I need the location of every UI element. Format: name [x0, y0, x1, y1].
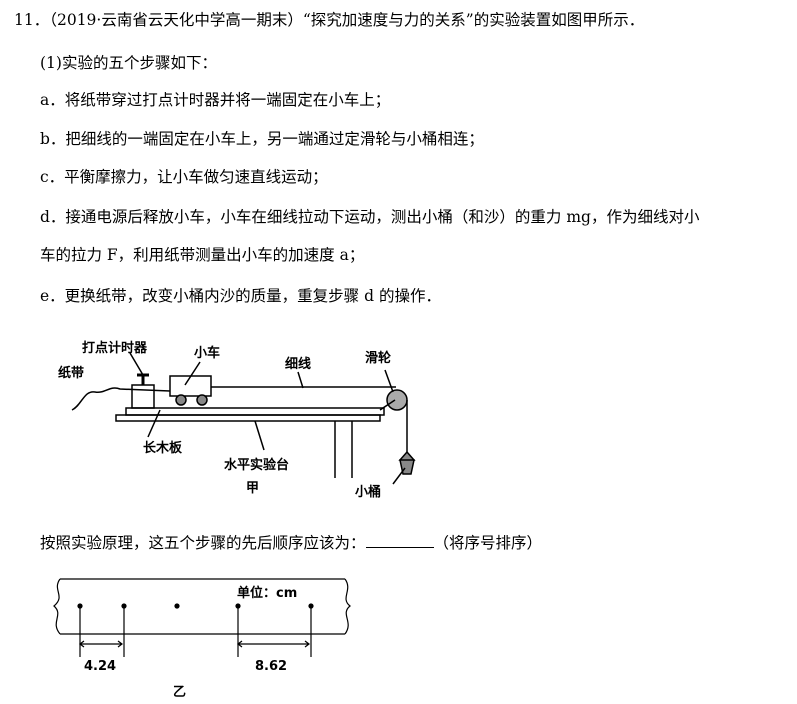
question-title: 11．（2019·云南省云天化中学高一期末）“探究加速度与力的关系”的实验装置如… — [14, 11, 645, 29]
label-tape: 纸带 — [58, 365, 84, 381]
label-board: 长木板 — [143, 440, 183, 456]
step-a: a．将纸带穿过打点计时器并将一端固定在小车上； — [40, 91, 391, 109]
caption-jia: 甲 — [246, 481, 259, 496]
tape-edges — [60, 578, 345, 635]
caption-yi: 乙 — [173, 685, 186, 700]
table-top — [115, 414, 381, 422]
long-board — [125, 407, 385, 416]
label-table: 水平实验台 — [224, 457, 289, 473]
prompt-after: （将序号排序） — [433, 534, 543, 552]
order-prompt: 按照实验原理，这五个步骤的先后顺序应该为： （将序号排序） — [40, 531, 542, 553]
figure-jia — [71, 352, 416, 485]
step-d: d．接通电源后释放小车，小车在细线拉动下运动，测出小桶（和沙）的重力 mg，作为… — [40, 208, 700, 226]
prompt-before: 按照实验原理，这五个步骤的先后顺序应该为： — [40, 534, 366, 552]
paper-tape — [71, 387, 171, 411]
step-d-cont: 车的拉力 F，利用纸带测量出小车的加速度 a； — [40, 246, 365, 264]
label-bucket: 小桶 — [355, 484, 381, 500]
distance-2: 8.62 — [255, 659, 287, 674]
label-timer: 打点计时器 — [82, 340, 148, 356]
cart — [169, 375, 212, 397]
label-cart: 小车 — [194, 345, 220, 361]
label-string: 细线 — [285, 356, 311, 372]
step-b: b．把细线的一端固定在小车上，另一端通过定滑轮与小桶相连； — [40, 130, 484, 148]
label-pulley: 滑轮 — [365, 350, 391, 366]
distance-1: 4.24 — [84, 659, 116, 674]
step-e: e．更换纸带，改变小桶内沙的质量，重复步骤 d 的操作． — [40, 287, 441, 305]
pulley — [386, 389, 408, 411]
part1-intro: (1)实验的五个步骤如下： — [40, 54, 217, 72]
figure-yi — [53, 578, 351, 657]
unit-label: 单位：cm — [237, 585, 297, 601]
timer — [131, 384, 155, 409]
answer-blank[interactable] — [365, 531, 434, 548]
step-c: c．平衡摩擦力，让小车做匀速直线运动； — [40, 168, 328, 186]
